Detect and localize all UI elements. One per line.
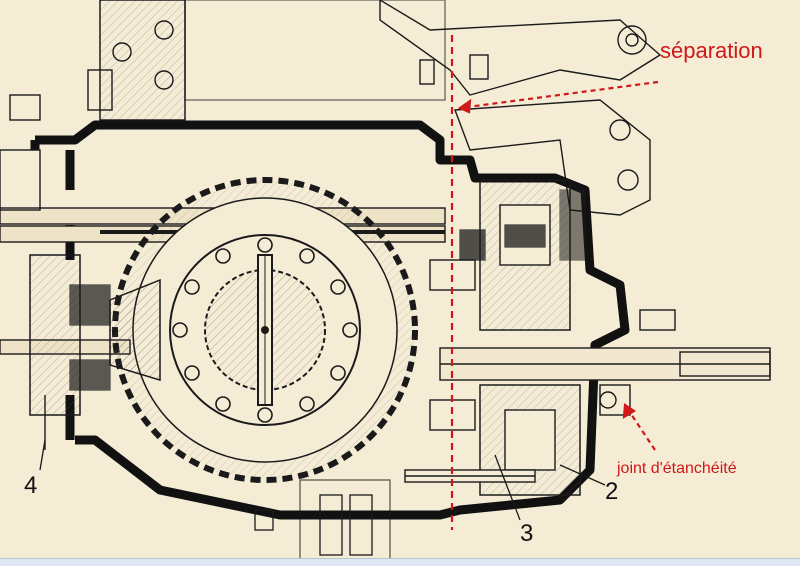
- ring-gear: [112, 177, 418, 483]
- callout-3: 3: [520, 520, 534, 547]
- separation-label: séparation: [660, 38, 763, 63]
- callout-leaders: [39, 439, 606, 521]
- upper-housing: [87, 0, 662, 216]
- viewer-bottom-bar: [0, 558, 800, 566]
- lower-bracket: [254, 479, 391, 561]
- callout-4: 4: [24, 472, 38, 499]
- seal-label: joint d'étanchéité: [617, 460, 737, 477]
- callout-2: 2: [605, 478, 619, 505]
- separation-line: [450, 35, 659, 530]
- gearbox-internals: [404, 179, 676, 496]
- pinion-assembly: [0, 94, 161, 450]
